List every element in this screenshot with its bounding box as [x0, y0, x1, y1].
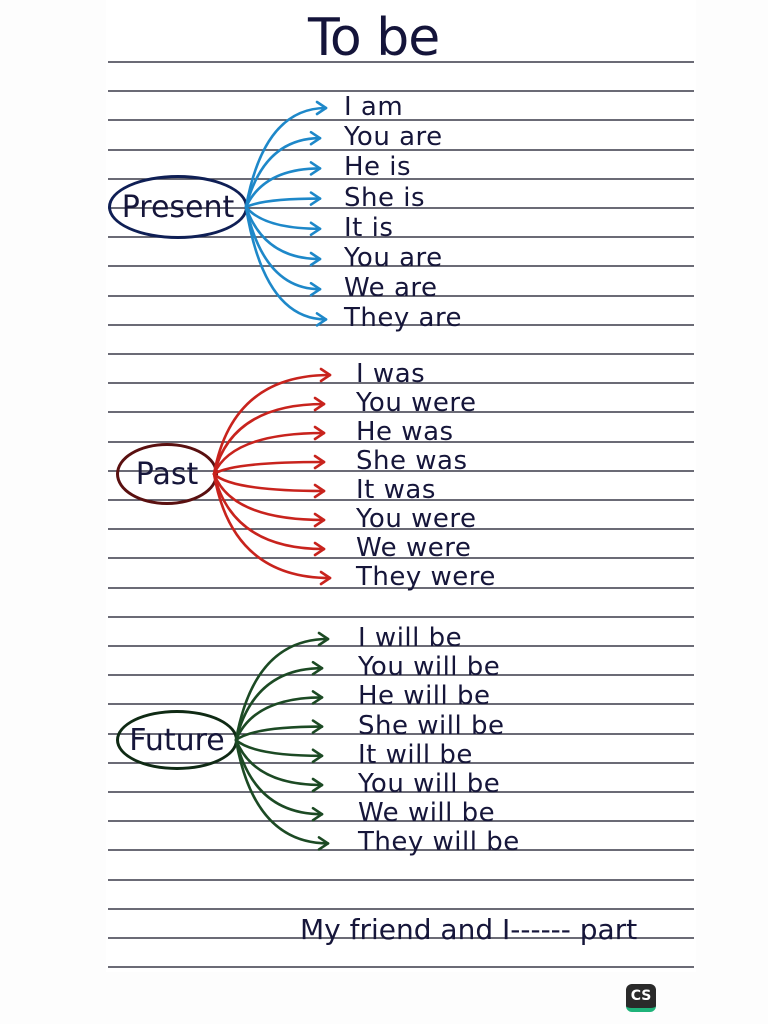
past-conjugation-item: He was	[356, 417, 454, 447]
past-conjugation-item: You were	[356, 504, 477, 534]
present-arrow-line	[244, 136, 322, 209]
past-arrowhead	[319, 570, 332, 586]
present-arrowhead	[309, 251, 322, 267]
future-conjugation-item: You will be	[358, 652, 501, 683]
future-conjugation-item: We will be	[358, 798, 496, 829]
present-arrow-line	[244, 205, 328, 321]
present-arrow-line	[244, 106, 328, 209]
past-arrow-line	[212, 472, 332, 580]
present-arrow-line	[244, 205, 322, 231]
past-arrowhead	[313, 454, 326, 470]
present-conjugation-item: They are	[344, 303, 463, 334]
present-conjugation-item: I am	[344, 92, 404, 122]
past-arrowhead	[313, 396, 326, 412]
past-conjugation-item: You were	[356, 388, 477, 418]
past-arrowhead	[313, 512, 326, 528]
future-arrowhead	[317, 631, 330, 647]
future-tense-oval: Future	[116, 710, 238, 770]
future-arrowhead	[311, 748, 324, 764]
past-arrowhead	[313, 483, 326, 499]
present-arrowhead	[309, 191, 322, 206]
future-conjugation-item: She will be	[358, 710, 505, 741]
cs-badge: CS	[626, 984, 656, 1012]
past-arrow-line	[212, 431, 326, 476]
past-arrow-line	[212, 402, 326, 476]
future-arrow-line	[234, 725, 324, 742]
future-arrowhead	[317, 836, 330, 851]
present-conjugation-item: He is	[344, 152, 412, 183]
past-arrow-line	[212, 472, 326, 522]
future-arrowhead	[311, 690, 324, 705]
past-arrow-line	[212, 472, 326, 493]
future-arrowhead	[311, 777, 324, 793]
future-arrow-line	[234, 738, 324, 787]
present-arrow-line	[244, 205, 322, 261]
future-conjugation-item: They will be	[358, 827, 520, 858]
future-arrowhead	[311, 806, 324, 822]
present-arrowhead	[315, 100, 328, 116]
past-arrow-line	[212, 460, 326, 476]
past-arrow-line	[212, 373, 332, 476]
present-tense-label: Present	[121, 189, 235, 225]
past-conjugation-item: She was	[356, 446, 468, 476]
present-arrow-line	[244, 167, 322, 209]
present-arrowhead	[309, 281, 322, 297]
past-arrow-line	[212, 472, 326, 551]
present-conjugation-item: She is	[344, 182, 426, 213]
past-arrowhead	[319, 367, 332, 383]
future-arrow-line	[234, 637, 330, 742]
present-conjugation-item: It is	[344, 212, 394, 243]
past-conjugation-item: It was	[356, 475, 436, 505]
future-arrow-line	[234, 666, 324, 742]
past-conjugation-item: They were	[356, 562, 496, 592]
closing-sentence: My friend and I------ part	[300, 913, 638, 946]
future-arrow-line	[234, 738, 330, 845]
present-arrowhead	[309, 221, 322, 237]
future-conjugation-item: I will be	[358, 623, 463, 653]
future-arrow-line	[234, 738, 324, 758]
future-tense-label: Future	[129, 722, 225, 758]
present-conjugation-item: You are	[344, 243, 443, 273]
page-title: To be	[308, 8, 440, 68]
present-arrowhead	[309, 130, 322, 146]
future-arrowhead	[311, 719, 324, 734]
present-arrowhead	[315, 312, 328, 327]
future-conjugation-item: You will be	[358, 769, 501, 799]
present-conjugation-item: You are	[344, 122, 443, 153]
future-arrowhead	[311, 660, 324, 676]
future-conjugation-item: It will be	[358, 739, 473, 770]
present-arrowhead	[309, 161, 322, 176]
past-tense-label: Past	[135, 456, 199, 492]
future-arrow-line	[234, 696, 324, 742]
present-tense-oval: Present	[108, 175, 248, 239]
past-arrowhead	[313, 425, 326, 441]
present-arrow-line	[244, 205, 322, 291]
past-arrowhead	[313, 541, 326, 557]
past-conjugation-item: I was	[356, 359, 426, 389]
future-conjugation-item: He will be	[358, 681, 491, 712]
present-conjugation-item: We are	[344, 273, 438, 304]
past-conjugation-item: We were	[356, 533, 472, 563]
present-arrow-line	[244, 197, 322, 209]
future-arrow-line	[234, 738, 324, 816]
